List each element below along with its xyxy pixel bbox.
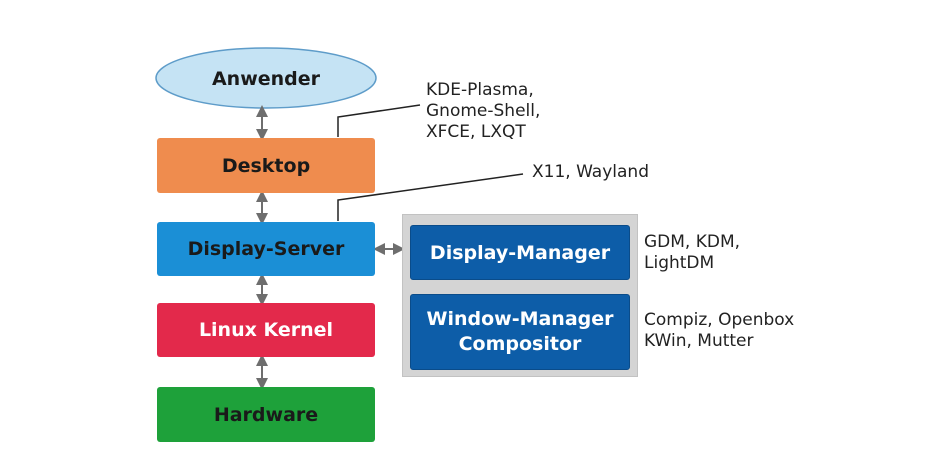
note-line: Compiz, Openbox [644,310,795,330]
display-server-box: Display-Server [157,222,375,276]
display-manager-label: Display-Manager [429,241,611,264]
display-manager-examples-note: GDM, KDM, LightDM [644,232,740,274]
leader-desktop [337,104,421,137]
window-manager-box: Window-Manager Compositor [410,294,630,370]
window-manager-examples-note: Compiz, Openbox KWin, Mutter [644,310,794,352]
compositor-label: Compositor [458,333,582,355]
display-server-label: Display-Server [187,238,345,260]
desktop-label: Desktop [221,154,311,177]
desktop-box: Desktop [157,138,375,193]
window-manager-label: Window-Manager [426,308,614,330]
note-line: GDM, KDM, [644,232,741,252]
linux-kernel-label: Linux Kernel [198,319,334,341]
note-line: KWin, Mutter [644,331,754,351]
desktop-examples-note: KDE-Plasma, Gnome-Shell, XFCE, LXQT [426,80,540,143]
note-line: LightDM [644,253,715,273]
leader-display-server [337,173,524,221]
note-line: X11, Wayland [532,162,649,182]
note-line: KDE-Plasma, [426,80,534,100]
hardware-box: Hardware [157,387,375,442]
user-label: Anwender [212,68,321,90]
note-line: XFCE, LXQT [426,122,526,142]
display-manager-box: Display-Manager [410,225,630,280]
hardware-label: Hardware [213,403,319,426]
display-server-examples-note: X11, Wayland [532,162,649,183]
linux-kernel-box: Linux Kernel [157,303,375,357]
note-line: Gnome-Shell, [426,101,541,121]
